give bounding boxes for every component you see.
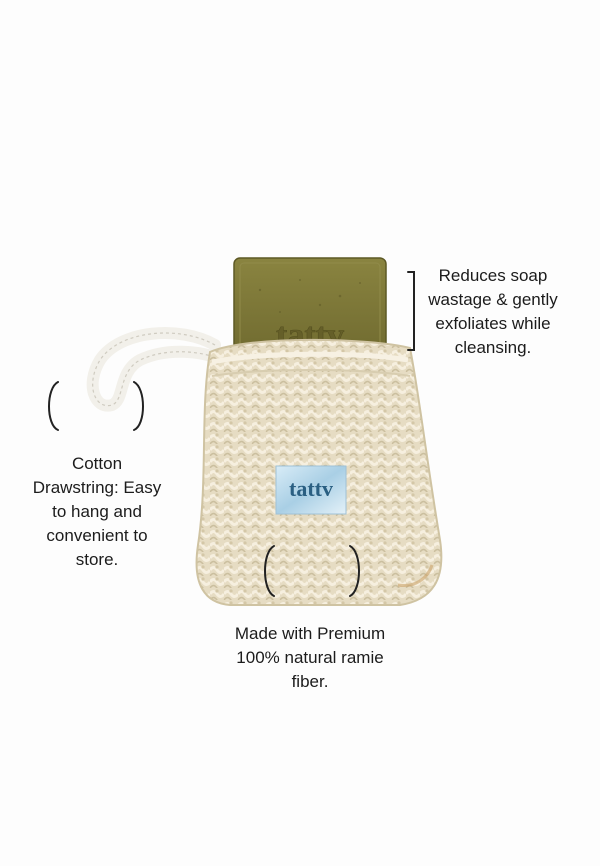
bag-label-text: tattv bbox=[289, 476, 333, 501]
drawstring-loop bbox=[86, 327, 228, 412]
soap-benefit-note: Reduces soap wastage & gently exfoliates… bbox=[428, 266, 558, 357]
fiber-bracket-right bbox=[349, 545, 360, 597]
drawstring-bracket-right bbox=[133, 381, 144, 431]
fiber-bracket-left bbox=[264, 545, 275, 597]
drawstring-bracket-left bbox=[48, 381, 59, 431]
bag-brand-label: tattv bbox=[275, 465, 347, 515]
drawstring-note: Cotton Drawstring: Easy to hang and conv… bbox=[32, 454, 162, 569]
soap-bracket bbox=[407, 271, 415, 351]
fiber-note: Made with Premium 100% natural ramie fib… bbox=[234, 624, 386, 691]
